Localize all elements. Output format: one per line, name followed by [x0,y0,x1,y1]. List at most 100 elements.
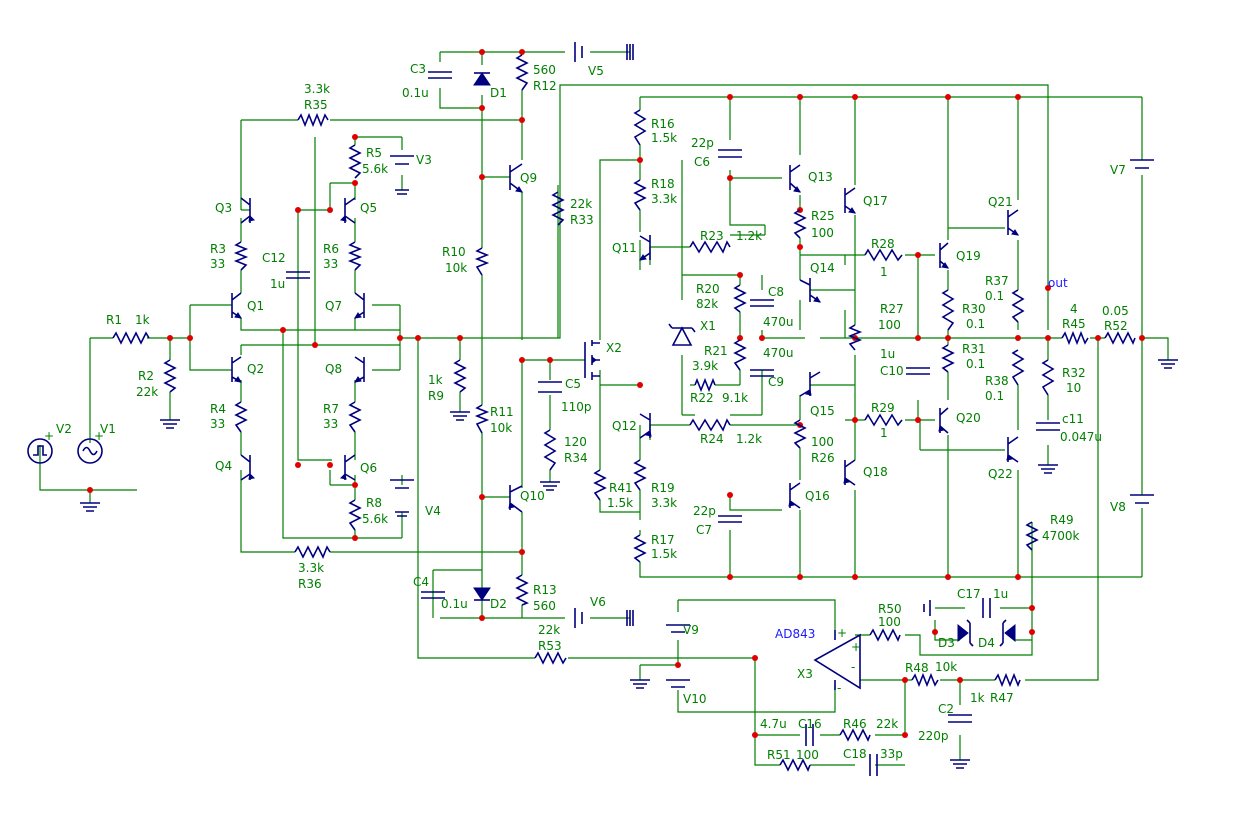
diodes [473,72,1016,647]
label-r11: R11 [490,405,514,419]
diode-d3 [957,623,969,643]
resistor-r13 [515,574,529,606]
resistor-r49 [1025,521,1039,551]
label-c5-value: 110p [561,400,592,414]
label-q18: Q18 [863,465,888,479]
labels: R1 1k R2 22k V1 V2 3.3k R35 3.3k R36 Q1 … [44,62,1129,762]
label-v2-plus: + [44,429,54,443]
label-c6-value: 22p [691,136,714,150]
source-v8 [1130,494,1154,504]
label-q8: Q8 [325,362,342,376]
resistor-r29 [864,413,903,427]
label-c18-value: 33p [880,747,903,761]
label-c16: C16 [798,717,822,731]
label-r6: R6 [323,242,339,256]
resistor-r17 [633,534,647,563]
label-q19: Q19 [956,249,981,263]
resistor-r36 [294,545,331,559]
source-v2 [27,438,53,464]
label-c11: c11 [1062,412,1084,426]
resistors [112,54,1136,772]
label-c8: C8 [768,285,784,299]
label-r16-value: 1.5k [651,131,677,145]
resistor-r1 [112,331,150,345]
label-r35-value: 3.3k [304,82,330,96]
source-v6 [574,608,631,628]
label-v7: V7 [1110,163,1126,177]
label-q3: Q3 [215,201,232,215]
resistor-r8 [348,499,362,531]
capacitor-c5 [538,381,562,393]
label-r17-value: 1.5k [651,547,677,561]
label-r22-value: 9.1k [722,391,748,405]
resistor-r48 [911,672,939,688]
label-r30: R30 [962,302,986,316]
label-r2-value: 22k [136,385,158,399]
label-r12-value: 560 [533,63,556,77]
label-q12: Q12 [612,419,637,433]
label-r28: R28 [871,237,895,251]
resistor-r41 [593,469,607,501]
wires [39,51,1169,766]
label-v3: V3 [416,153,432,167]
label-c11-value: 0.047u [1060,430,1102,444]
label-r50: R50 [878,602,902,616]
transistor-q21 [1007,209,1019,236]
label-q4: Q4 [215,459,232,473]
resistor-r34 [543,429,557,471]
resistor-r27 [847,324,863,351]
diode-d2 [473,587,491,601]
resistor-r26 [793,419,807,449]
label-d2: D2 [490,597,507,611]
label-r1-value: 1k [135,313,150,327]
label-v1: V1 [100,422,116,436]
label-r11-value: 10k [490,421,512,435]
label-c3: C3 [410,62,426,76]
label-v5: V5 [588,64,604,78]
label-r34: R34 [564,451,588,465]
label-r33: R33 [570,213,594,227]
resistor-r7 [348,401,362,433]
transistor-q11 [639,235,651,261]
resistor-r22 [694,377,716,393]
capacitor-c3 [428,71,452,79]
label-r52: R52 [1104,319,1128,333]
source-v7 [1130,159,1154,169]
source-v5 [574,42,631,62]
resistor-r6 [347,241,363,271]
label-r38: R38 [985,374,1009,388]
label-r52-value: 0.05 [1102,304,1129,318]
resistor-r16 [633,109,647,146]
resistor-r35 [297,112,329,128]
label-q22: Q22 [988,467,1013,481]
label-v2: V2 [56,422,72,436]
capacitor-c6 [718,149,742,158]
capacitor-c16 [805,724,814,746]
label-r6-value: 33 [323,257,338,271]
label-r2: R2 [138,369,154,383]
resistor-r21 [733,339,747,371]
label-r13-value: 560 [533,599,556,613]
label-r3: R3 [210,242,226,256]
label-c7-value: 22p [693,504,716,518]
resistor-r37 [1011,289,1025,323]
label-q21: Q21 [988,195,1013,209]
label-c8-value: 470u [763,315,794,329]
source-v3 [390,155,414,165]
label-c9-value: 470u [763,346,794,360]
label-c10-value: 1u [880,347,895,361]
resistor-r18 [633,179,647,211]
label-r29-value: 1 [880,426,888,440]
label-r45-value: 4 [1070,302,1078,316]
label-r53-value: 22k [538,623,560,637]
label-q17: Q17 [863,194,888,208]
label-x3: X3 [797,667,813,681]
label-c4: C4 [413,575,429,589]
label-q2: Q2 [247,362,264,376]
source-v1 [77,438,103,464]
label-q13: Q13 [808,170,833,184]
label-opamp-minus-in: - [851,660,855,674]
resistor-r9 [453,359,467,393]
transistor-q13 [789,164,801,193]
